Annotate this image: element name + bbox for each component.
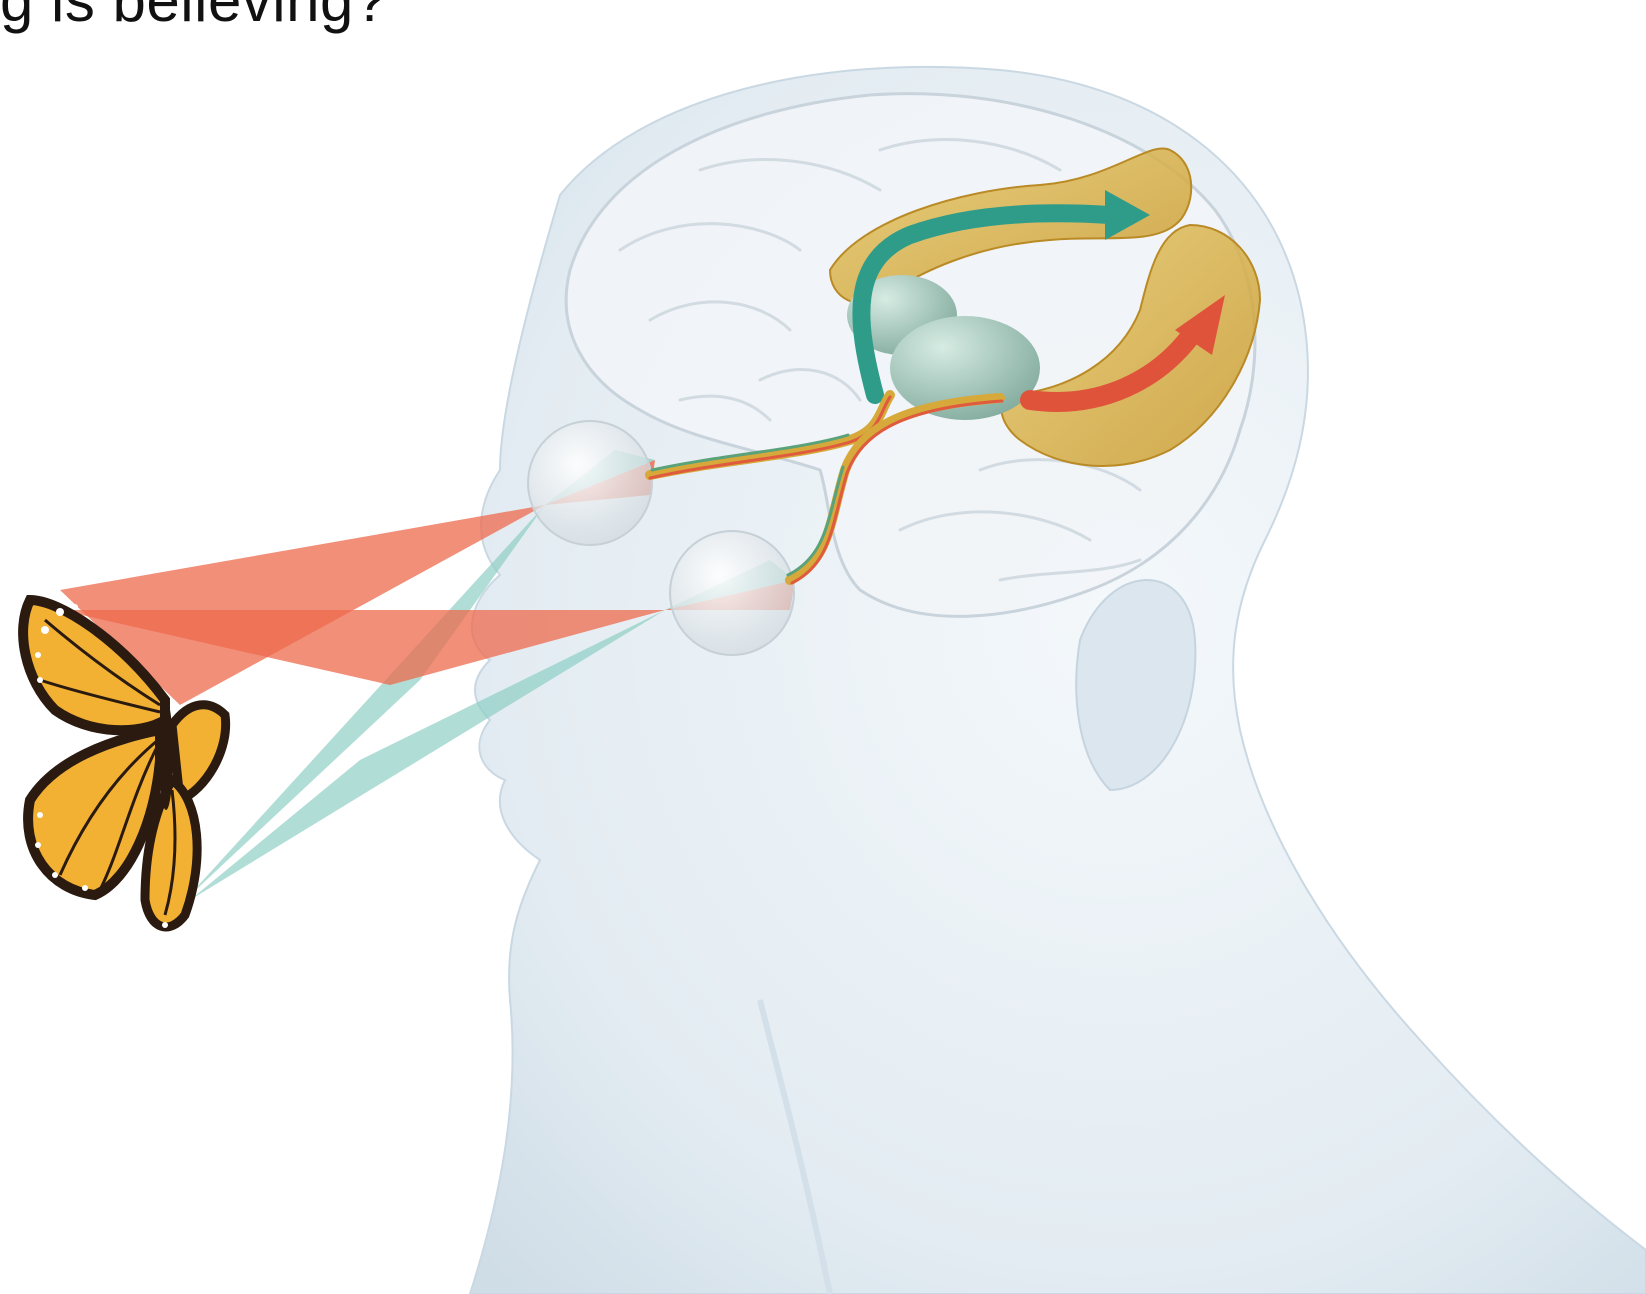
page-title: g is believing? — [0, 0, 388, 35]
eyeball-icon — [670, 531, 794, 655]
eyeball-icon — [528, 421, 652, 545]
butterfly-body — [159, 700, 173, 810]
